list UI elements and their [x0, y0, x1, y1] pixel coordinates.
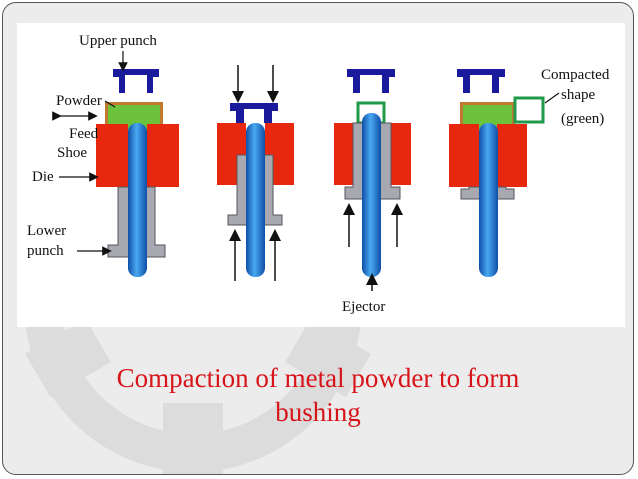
label-shoe: Shoe — [57, 145, 87, 161]
label-die: Die — [32, 169, 54, 185]
powder-1 — [108, 105, 160, 124]
label-punch: punch — [27, 243, 64, 259]
label-compacted: Compacted — [541, 67, 610, 83]
diagram-labels: Upper punch Powder Feed Shoe Die Lower p… — [27, 33, 610, 315]
label-upper-punch: Upper punch — [79, 33, 157, 49]
label-lower: Lower — [27, 223, 66, 239]
compaction-stages-svg: Upper punch Powder Feed Shoe Die Lower p… — [27, 33, 610, 315]
label-shape: shape — [561, 87, 595, 103]
core-rod-4 — [479, 123, 498, 277]
die-1 — [96, 124, 128, 187]
core-rod-1 — [128, 123, 147, 277]
stage-1-fill — [96, 69, 179, 277]
slide-caption: Compaction of metal powder to form bushi… — [3, 361, 633, 429]
core-rod-3 — [362, 113, 381, 277]
label-ejector: Ejector — [342, 299, 385, 315]
caption-line-2: bushing — [275, 397, 361, 427]
core-rod-2 — [246, 123, 265, 277]
stage-2-press — [217, 65, 294, 281]
die-4b — [497, 124, 527, 187]
die-4 — [449, 124, 479, 187]
caption-line-1: Compaction of metal powder to form — [116, 363, 520, 393]
stage-3-eject — [334, 69, 411, 291]
die-1b — [147, 124, 179, 187]
stage-4-remove — [449, 69, 545, 277]
compaction-diagram: Upper punch Powder Feed Shoe Die Lower p… — [17, 23, 625, 327]
green-compact-4 — [513, 96, 545, 124]
slide: Upper punch Powder Feed Shoe Die Lower p… — [2, 2, 634, 475]
powder-4 — [463, 105, 512, 124]
label-green: (green) — [561, 111, 604, 127]
label-feed: Feed — [69, 126, 99, 142]
label-powder: Powder — [56, 93, 102, 109]
